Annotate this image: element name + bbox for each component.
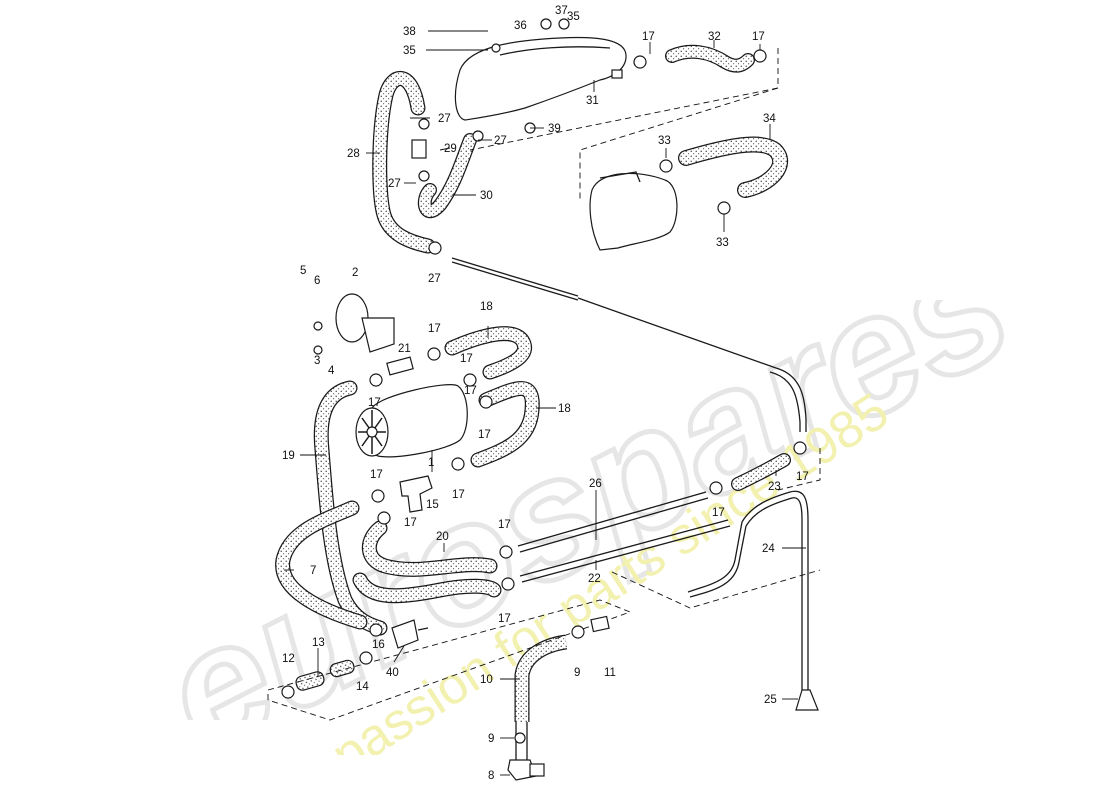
callout-17: 17 <box>498 613 511 625</box>
callout-27: 27 <box>438 113 451 125</box>
callout-35: 35 <box>403 45 416 57</box>
callout-17: 17 <box>368 397 381 409</box>
callout-17: 17 <box>464 385 477 397</box>
hose-13 <box>295 671 325 691</box>
clamps <box>281 18 807 744</box>
callout-17: 17 <box>498 519 511 531</box>
callout-26: 26 <box>589 478 602 490</box>
hoses <box>275 44 791 722</box>
callout-23: 23 <box>768 481 781 493</box>
callout-17: 17 <box>712 507 725 519</box>
callout-40: 40 <box>386 667 399 679</box>
callout-29: 29 <box>444 143 457 155</box>
callout-18: 18 <box>480 301 493 313</box>
funnel-25 <box>795 689 819 711</box>
pipes <box>451 257 809 760</box>
callout-17: 17 <box>452 489 465 501</box>
callout-10: 10 <box>480 674 493 686</box>
callout-16: 16 <box>372 639 385 651</box>
callout-11: 11 <box>604 667 616 679</box>
callout-33: 33 <box>658 135 671 147</box>
callout-20: 20 <box>436 531 449 543</box>
callout-17: 17 <box>404 517 417 529</box>
assembly-dashes <box>267 48 821 721</box>
callout-39: 39 <box>548 123 561 135</box>
callout-37: 37 <box>555 5 568 17</box>
callout-17: 17 <box>752 31 765 43</box>
callout-2: 2 <box>352 267 358 279</box>
valve-40 <box>391 619 419 649</box>
callout-22: 22 <box>588 573 601 585</box>
callout-31: 31 <box>586 95 599 107</box>
callout-6: 6 <box>314 275 320 287</box>
callout-27: 27 <box>494 135 507 147</box>
callout-19: 19 <box>282 450 295 462</box>
callout-17: 17 <box>428 323 441 335</box>
reservoir-31 <box>454 36 627 121</box>
callout-25: 25 <box>764 694 777 706</box>
callout-27: 27 <box>388 178 401 190</box>
callout-12: 12 <box>282 653 295 665</box>
callout-9: 9 <box>574 667 580 679</box>
callout-35: 35 <box>567 11 580 23</box>
callout-15: 15 <box>426 499 439 511</box>
callout-14: 14 <box>356 681 369 693</box>
callout-27: 27 <box>428 273 441 285</box>
callout-38: 38 <box>403 26 416 38</box>
leader-lines <box>284 30 806 776</box>
canister-1 <box>355 384 468 458</box>
callout-30: 30 <box>480 190 493 202</box>
callout-3: 3 <box>314 355 320 367</box>
callout-24: 24 <box>762 543 775 555</box>
callout-28: 28 <box>347 148 360 160</box>
callout-4: 4 <box>328 365 335 377</box>
callout-36: 36 <box>514 20 527 32</box>
parts <box>335 36 819 781</box>
callout-32: 32 <box>708 31 721 43</box>
callout-7: 7 <box>310 565 316 577</box>
callout-17: 17 <box>460 353 473 365</box>
callout-34: 34 <box>763 113 776 125</box>
callout-17: 17 <box>796 471 809 483</box>
callout-labels: 38 36 37 35 35 17 32 17 27 27 31 39 28 2… <box>282 5 809 782</box>
callout-5: 5 <box>300 265 306 277</box>
callout-8: 8 <box>488 770 494 782</box>
callout-18: 18 <box>558 403 571 415</box>
callout-17: 17 <box>478 429 491 441</box>
callout-9: 9 <box>488 733 494 745</box>
callout-21: 21 <box>398 343 411 355</box>
callout-17: 17 <box>370 469 383 481</box>
callout-17: 17 <box>642 31 655 43</box>
callout-13: 13 <box>312 637 325 649</box>
callout-1: 1 <box>428 457 434 469</box>
sensor-8 <box>507 759 537 781</box>
callout-33: 33 <box>716 237 729 249</box>
